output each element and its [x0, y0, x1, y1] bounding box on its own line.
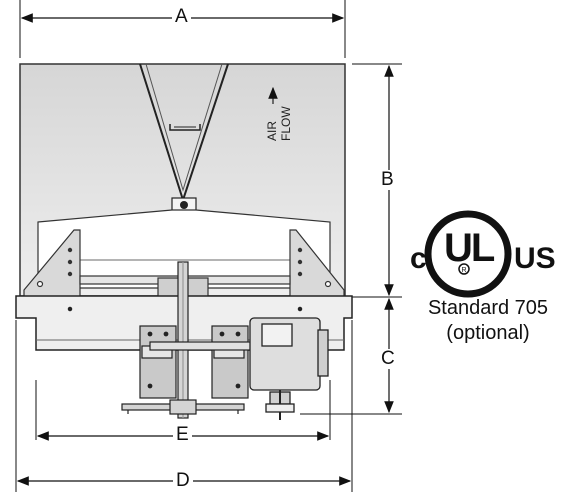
- ul-certification-logo: R: [424, 210, 512, 298]
- fan-shaft: [177, 261, 189, 419]
- dimension-a-label: A: [172, 7, 191, 27]
- extension-lines: [15, 0, 402, 492]
- standard-label: Standard 705: [427, 297, 549, 319]
- optional-note: (optional): [446, 322, 530, 344]
- ul-mark-ul: UL: [444, 226, 495, 270]
- bearing-blocks: [139, 325, 249, 399]
- ul-mark-c: c: [410, 242, 427, 275]
- dimension-b-label: B: [378, 170, 397, 190]
- ul-mark-us: US: [514, 242, 556, 275]
- dimension-e-label: E: [173, 425, 192, 445]
- airflow-label-air: AIR: [265, 120, 279, 141]
- fan-shroud: [37, 209, 331, 289]
- fan-motor: [249, 317, 329, 420]
- dimension-c-label: C: [378, 349, 398, 369]
- support-brackets: [23, 229, 345, 301]
- dimension-d-label: D: [173, 471, 193, 491]
- svg-text:R: R: [461, 267, 466, 274]
- fan-wheel: [121, 399, 245, 415]
- airflow-label-flow: FLOW: [279, 106, 293, 141]
